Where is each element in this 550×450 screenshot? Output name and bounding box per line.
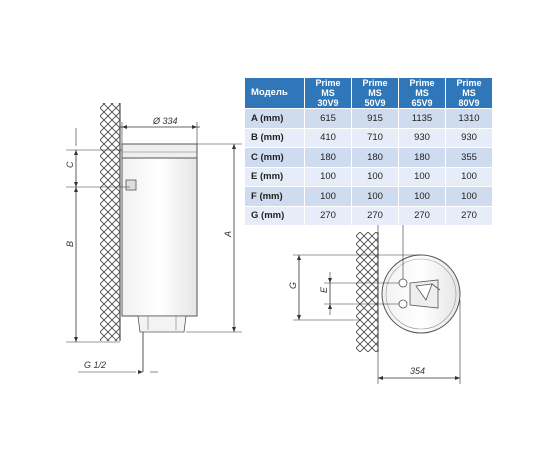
row-label: F (mm) [245,186,305,206]
table-cell: 180 [351,147,399,167]
table-cell: 355 [445,147,493,167]
row-label: G (mm) [245,205,305,225]
top-wall-hatch [356,232,378,352]
table-cell: 915 [351,108,399,128]
table-cell: 100 [351,186,399,206]
dim-b-label: B [65,241,75,247]
top-view: F G E 354 [288,206,461,384]
table-cell: 100 [445,166,493,187]
table-cell: 270 [445,205,493,225]
table-row: F (mm) 100 100 100 100 [245,186,493,206]
table-cell: 270 [304,205,352,225]
wall-hatch [100,103,120,341]
table-cell: 270 [351,205,399,225]
row-label: C (mm) [245,147,305,167]
dim-354-label: 354 [410,366,425,376]
diameter-label: Ø 334 [152,116,178,126]
dim-a-label: A [223,231,233,238]
inlet-connection [398,278,408,288]
table-row: G (mm) 270 270 270 270 [245,205,493,225]
table-row: A (mm) 615 915 1135 1310 [245,108,493,128]
dim-g12-label: G 1/2 [84,360,106,370]
table-row: B (mm) 410 710 930 930 [245,127,493,148]
tank-bottom-cap [137,315,187,333]
table-cell: 1135 [398,108,446,128]
table-cell: 100 [304,186,352,206]
tank-top-cap [121,143,198,159]
tank-body [121,143,198,317]
table-cell: 410 [304,127,352,148]
row-label: B (mm) [245,127,305,148]
table-row: E (mm) 100 100 100 100 [245,166,493,187]
table-cell: 100 [445,186,493,206]
table-cell: 100 [351,166,399,187]
table-cell: 615 [304,108,352,128]
outlet-connection [398,299,408,309]
table-cell: 180 [398,147,446,167]
table-row: C (mm) 180 180 180 355 [245,147,493,167]
row-label: A (mm) [245,108,305,128]
table-cell: 270 [398,205,446,225]
wall-bracket [125,179,137,191]
table-cell: 100 [398,186,446,206]
dim-e-label: E [319,286,329,293]
table-cell: 930 [398,127,446,148]
table-cell: 1310 [445,108,493,128]
table-cell: 930 [445,127,493,148]
table-cell: 100 [398,166,446,187]
dim-g-label: G [288,282,298,289]
table-cell: 710 [351,127,399,148]
table-cell: 180 [304,147,352,167]
row-label: E (mm) [245,166,305,187]
model-header: Модель [245,78,305,109]
side-view: Ø 334 C B A G 1/2 [65,103,242,374]
dim-c-label: C [65,161,75,168]
table-cell: 100 [304,166,352,187]
